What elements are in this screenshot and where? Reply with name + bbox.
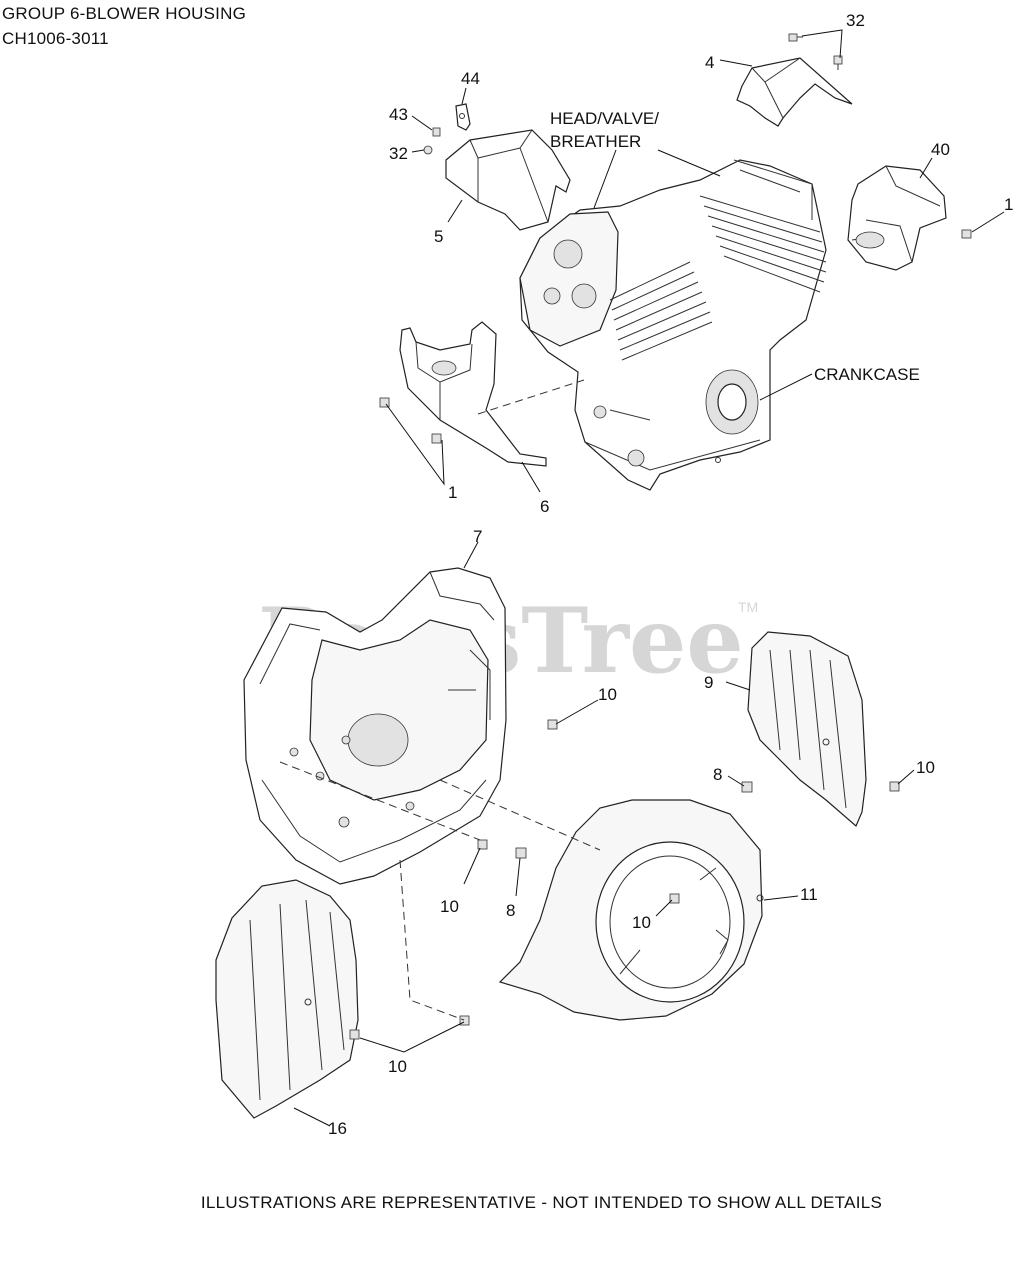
callout-6: 6 [540,497,549,516]
bolt-10-e [349,1029,360,1040]
bolt-1-right [961,229,972,239]
clip-8-a [741,781,753,793]
bolt-10-d [669,893,680,904]
bolt-10-c [477,839,488,850]
callout-32-left: 32 [389,144,408,163]
part-16-shroud [215,879,359,1119]
callout-10-c: 10 [440,897,459,916]
model-code: CH1006-3011 [2,29,109,48]
nut-32-left [423,145,433,155]
callout-8-b: 8 [506,901,515,920]
callout-1-bottom: 1 [448,483,457,502]
callout-11: 11 [800,885,818,904]
assembly-line-c [399,859,465,1021]
label-head-valve-breather-2: BREATHER [550,132,641,151]
bolt-10-b [889,781,900,792]
callout-10-b: 10 [916,758,935,777]
part-44-bracket [455,103,471,131]
engine-block [519,159,827,491]
bolt-10-a [547,719,558,730]
part-9-shroud [747,631,867,827]
callout-16: 16 [328,1119,347,1138]
label-head-valve-breather-1: HEAD/VALVE/ [550,109,659,128]
watermark-tm: TM [738,599,758,615]
bolt-10-f [459,1015,470,1026]
callout-1-right: 1 [1004,195,1013,214]
callout-4: 4 [705,53,714,72]
leader-lines [293,29,1005,1127]
callout-10-a: 10 [598,685,617,704]
callout-9: 9 [704,673,713,692]
footer-disclaimer: ILLUSTRATIONS ARE REPRESENTATIVE - NOT I… [200,1193,883,1212]
bolt-32-top-b [833,55,843,70]
callout-40: 40 [931,140,950,159]
page-title: GROUP 6-BLOWER HOUSING [2,4,247,23]
callout-5: 5 [434,227,443,246]
part-4-cover [736,57,853,127]
bolt-32-top-a [788,33,803,42]
callout-32-top: 32 [846,11,865,30]
bolt-1-a [379,397,390,408]
callout-10-e: 10 [388,1057,407,1076]
assembly-line-b [439,779,601,851]
part-6-shield [399,321,547,467]
assembly-line-a [279,761,481,841]
callout-43: 43 [389,105,408,124]
bolt-1-b [431,433,442,444]
callout-7: 7 [473,527,482,546]
callout-44: 44 [461,69,480,88]
bolt-43 [432,127,441,137]
part-7-blower-housing [243,567,507,885]
assembly-line-top [477,379,585,415]
clip-8-b [515,847,527,859]
label-crankcase: CRANKCASE [814,365,920,384]
callout-10-d: 10 [632,913,651,932]
part-40-shield [847,165,947,271]
part-5-shield [445,129,571,231]
callout-8-a: 8 [713,765,722,784]
part-11-shroud [498,799,764,1021]
